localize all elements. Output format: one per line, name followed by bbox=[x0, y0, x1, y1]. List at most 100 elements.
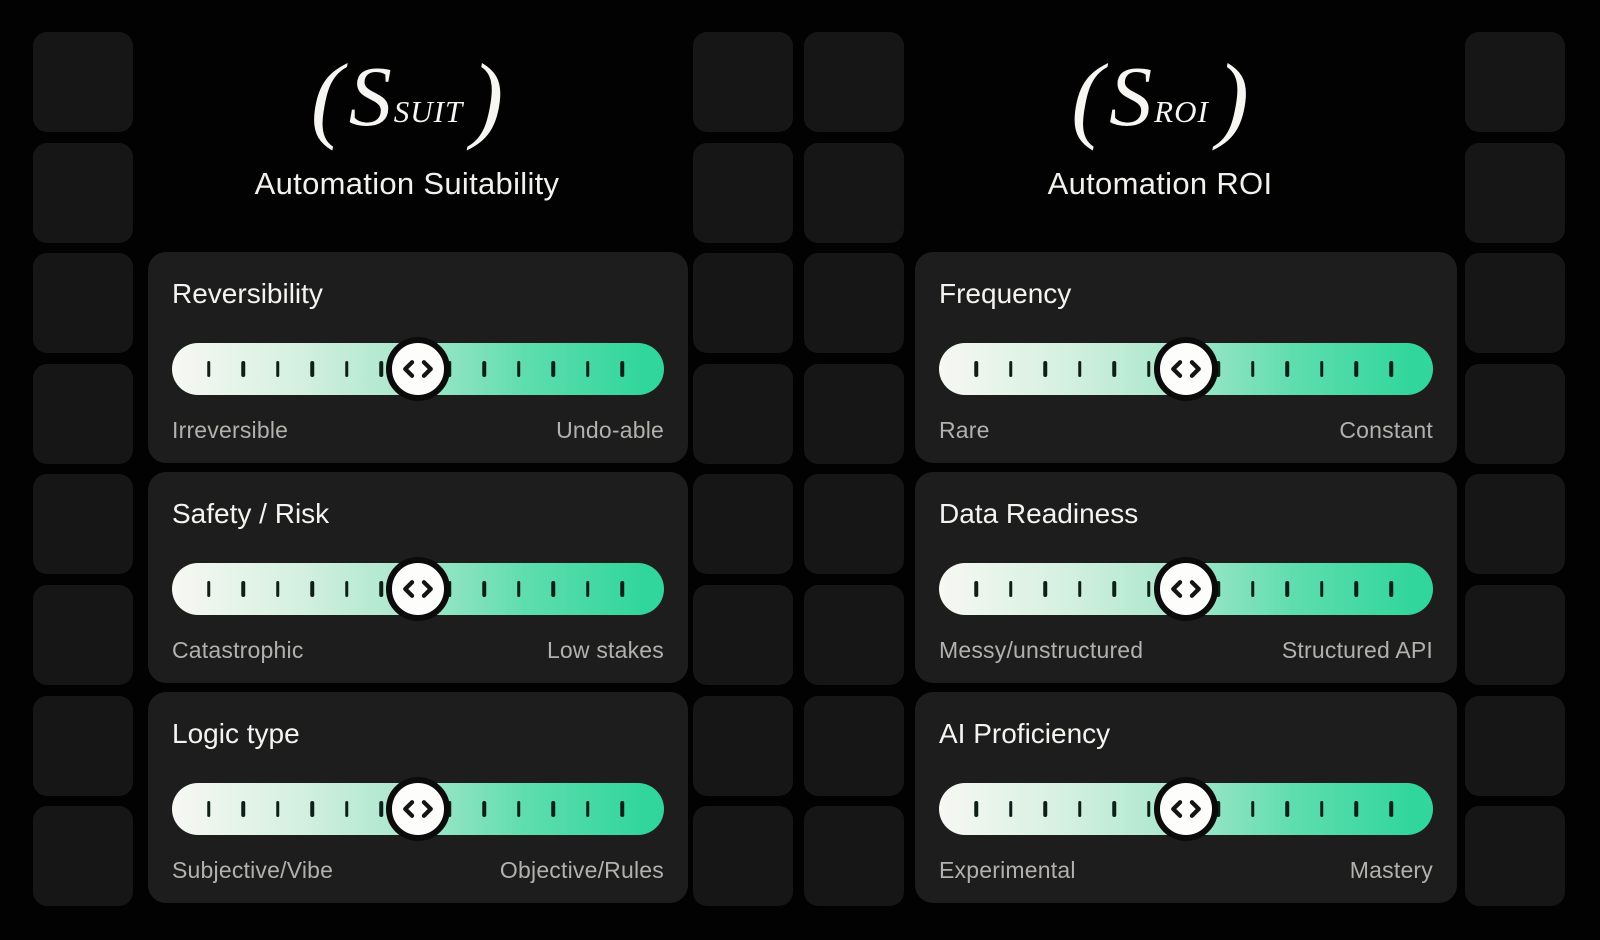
grid-square bbox=[804, 253, 904, 353]
chevrons-icon bbox=[403, 580, 433, 598]
grid-square bbox=[1465, 32, 1565, 132]
tick-mark bbox=[482, 581, 487, 597]
grid-square bbox=[804, 696, 904, 796]
tick-mark bbox=[620, 361, 624, 377]
slider-track[interactable] bbox=[939, 557, 1433, 621]
tick-mark bbox=[1043, 581, 1047, 597]
card-logic-type: Logic type Subjective/Vibe O bbox=[148, 692, 688, 903]
slider-handle[interactable] bbox=[386, 777, 450, 841]
slider-min-label: Catastrophic bbox=[172, 637, 304, 663]
tick-mark bbox=[585, 801, 590, 817]
tick-mark bbox=[1216, 801, 1220, 817]
tick-mark bbox=[1216, 581, 1220, 597]
tick-mark bbox=[1147, 581, 1151, 597]
tick-mark bbox=[276, 581, 280, 597]
tick-mark bbox=[310, 361, 314, 377]
card-title: Reversibility bbox=[172, 278, 323, 309]
tick-mark bbox=[1320, 361, 1324, 377]
grid-square bbox=[693, 253, 793, 353]
tick-mark bbox=[1216, 361, 1220, 377]
grid-square bbox=[1465, 364, 1565, 464]
slider-max-label: Mastery bbox=[1349, 857, 1433, 883]
slider-track[interactable] bbox=[939, 777, 1433, 841]
tick-mark bbox=[1112, 801, 1117, 817]
paren-open: ( bbox=[310, 44, 343, 151]
slider-track[interactable] bbox=[172, 337, 664, 401]
slider-handle[interactable] bbox=[1154, 777, 1218, 841]
tick-mark bbox=[1389, 361, 1393, 377]
tick-mark bbox=[517, 361, 521, 377]
tick-mark bbox=[1285, 801, 1290, 817]
grid-square bbox=[693, 364, 793, 464]
card-ai-proficiency: AI Proficiency Experimental bbox=[915, 692, 1457, 903]
tick-mark bbox=[1250, 581, 1255, 597]
safety-risk-slider[interactable] bbox=[172, 557, 664, 621]
slider-handle[interactable] bbox=[386, 337, 450, 401]
formula-subscript: SUIT bbox=[393, 94, 464, 129]
tick-mark bbox=[1078, 581, 1082, 597]
tick-mark bbox=[482, 361, 487, 377]
slider-handle[interactable] bbox=[386, 557, 450, 621]
tick-mark bbox=[1043, 801, 1047, 817]
tick-mark bbox=[620, 581, 624, 597]
slider-max-label: Objective/Rules bbox=[499, 857, 664, 883]
tick-mark bbox=[1320, 801, 1324, 817]
tick-mark bbox=[310, 801, 314, 817]
tick-mark bbox=[1285, 581, 1290, 597]
tick-mark bbox=[276, 801, 280, 817]
card-title: Data Readiness bbox=[939, 498, 1139, 529]
slider-min-label: Rare bbox=[939, 417, 990, 443]
slider-handle[interactable] bbox=[1154, 337, 1218, 401]
formula-s-roi: ( S ROI ) bbox=[889, 50, 1431, 154]
logic-type-slider[interactable] bbox=[172, 777, 664, 841]
slider-max-label: Constant bbox=[1339, 417, 1433, 443]
grid-square bbox=[33, 253, 133, 353]
grid-square bbox=[693, 143, 793, 243]
tick-mark bbox=[1008, 361, 1013, 377]
tick-mark bbox=[344, 361, 349, 377]
grid-square bbox=[33, 143, 133, 243]
grid-square bbox=[1465, 696, 1565, 796]
card-frequency: Frequency Rare Constant bbox=[915, 252, 1457, 463]
suitability-cards: Reversibility Irreversible U bbox=[148, 252, 688, 903]
grid-square bbox=[693, 806, 793, 906]
grid-square bbox=[804, 32, 904, 132]
reversibility-slider[interactable] bbox=[172, 337, 664, 401]
slider-track[interactable] bbox=[172, 557, 664, 621]
tick-mark bbox=[379, 801, 383, 817]
tick-mark bbox=[1112, 581, 1117, 597]
roi-cards: Frequency Rare Constant bbox=[915, 252, 1457, 903]
card-title: AI Proficiency bbox=[939, 718, 1111, 749]
paren-close: ) bbox=[471, 44, 504, 151]
slider-min-label: Irreversible bbox=[172, 417, 289, 443]
tick-mark bbox=[1285, 361, 1290, 377]
tick-mark bbox=[1147, 801, 1151, 817]
slider-handle[interactable] bbox=[1154, 557, 1218, 621]
tick-mark bbox=[310, 581, 314, 597]
slider-track[interactable] bbox=[172, 777, 664, 841]
card-title: Safety / Risk bbox=[172, 498, 330, 529]
tick-mark bbox=[1008, 581, 1013, 597]
slider-max-label: Structured API bbox=[1281, 637, 1433, 663]
tick-mark bbox=[276, 361, 280, 377]
tick-mark bbox=[241, 581, 246, 597]
grid-square bbox=[33, 696, 133, 796]
tick-mark bbox=[1354, 801, 1359, 817]
slider-track[interactable] bbox=[939, 337, 1433, 401]
panel-title: Automation Suitability bbox=[254, 166, 560, 201]
tick-mark bbox=[1250, 361, 1255, 377]
tick-mark bbox=[1078, 801, 1082, 817]
chevrons-icon bbox=[403, 360, 433, 378]
chevrons-icon bbox=[1171, 580, 1201, 598]
chevrons-icon bbox=[1171, 800, 1201, 818]
grid-square bbox=[693, 474, 793, 574]
card-title: Logic type bbox=[172, 718, 300, 749]
tick-mark bbox=[585, 581, 590, 597]
panel-title: Automation ROI bbox=[1047, 166, 1273, 201]
frequency-slider[interactable] bbox=[939, 337, 1433, 401]
tick-mark bbox=[344, 581, 349, 597]
data-readiness-slider[interactable] bbox=[939, 557, 1433, 621]
ai-proficiency-slider[interactable] bbox=[939, 777, 1433, 841]
tick-mark bbox=[585, 361, 590, 377]
